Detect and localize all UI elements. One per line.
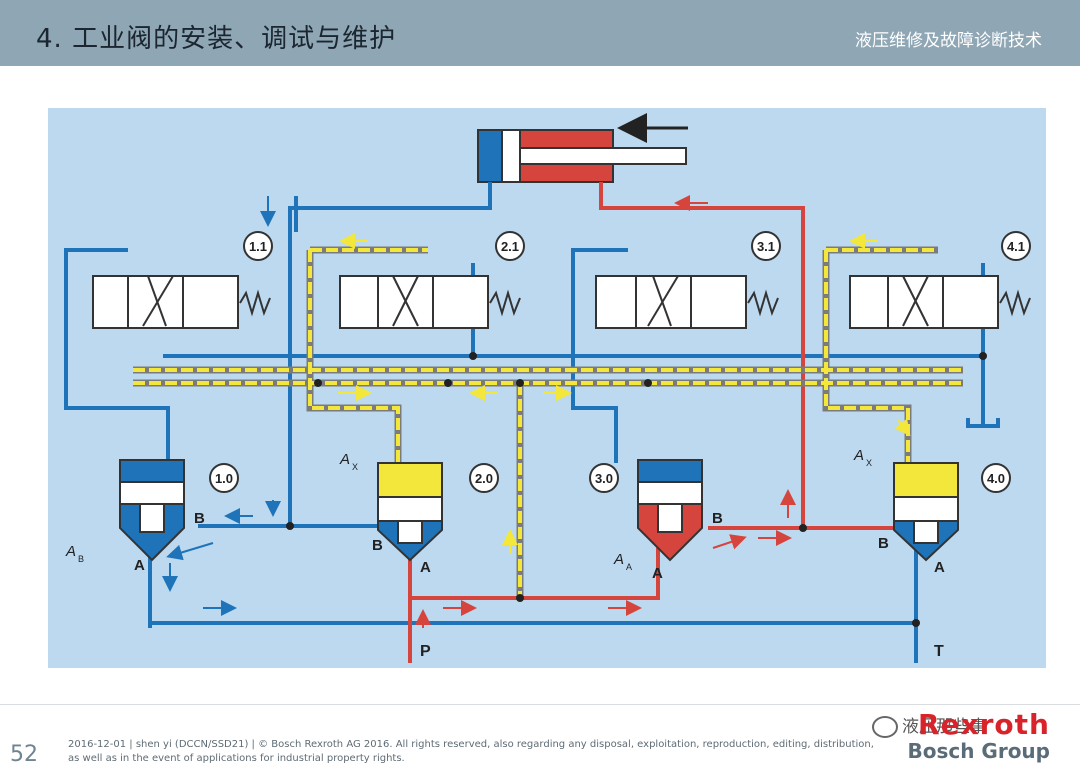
area-label-ax-sub: X xyxy=(866,458,872,468)
logo-brand: Rexroth xyxy=(918,708,1050,741)
slide-subtitle: 液压维修及故障诊断技术 xyxy=(855,31,1042,51)
cartridge-valve-label: 3.0 xyxy=(595,471,613,486)
logo-group: Bosch Group xyxy=(907,739,1050,763)
slide-title: 4. 工业阀的安装、调试与维护 xyxy=(36,24,397,54)
area-label-aa: A xyxy=(613,551,624,568)
copyright-text: 2016-12-01 | shen yi (DCCN/SSD21) | © Bo… xyxy=(68,738,888,766)
pressure-flow-arrows xyxy=(415,195,796,628)
area-label-ax: A xyxy=(339,451,350,468)
area-label-ax-sub: X xyxy=(352,462,358,472)
diagram-background xyxy=(48,108,1046,668)
cartridge-valve-1-0: 1.0 B A A B xyxy=(65,459,239,574)
area-label-ax: A xyxy=(853,447,864,464)
area-label-ab: A xyxy=(65,543,76,560)
hydraulic-circuit-diagram: 1.1 2.1 3.1 4.1 1.0 B xyxy=(48,108,1046,668)
port-label-a: A xyxy=(934,559,945,576)
port-label-b: B xyxy=(372,537,383,554)
pilot-valve-1-1: 1.1 xyxy=(92,231,273,329)
company-logo: Rexroth Bosch Group xyxy=(907,708,1050,763)
port-label-t: T xyxy=(934,643,944,660)
port-label-b: B xyxy=(878,535,889,552)
pilot-lines xyxy=(133,246,963,598)
copyright-line-2: as well as in the event of applications … xyxy=(68,753,405,764)
port-label-b: B xyxy=(712,510,723,527)
wechat-icon xyxy=(872,716,898,738)
junction-dots xyxy=(286,352,987,627)
pilot-valve-label: 1.1 xyxy=(249,239,267,254)
wechat-watermark: 液压那些事 xyxy=(872,712,987,738)
pilot-valve-3-1: 3.1 xyxy=(595,231,781,329)
tank-flow-arrows xyxy=(162,196,281,616)
cartridge-valve-4-0: 4.0 B A A X xyxy=(853,447,1011,576)
pilot-valve-4-1: 4.1 xyxy=(849,231,1031,329)
area-label-ab-sub: B xyxy=(78,554,84,564)
footer-divider xyxy=(0,704,1080,705)
slide-header: 4. 工业阀的安装、调试与维护 液压维修及故障诊断技术 xyxy=(0,0,1080,66)
cartridge-valve-3-0: 3.0 B A A A xyxy=(589,459,723,582)
pilot-valve-label: 4.1 xyxy=(1007,239,1025,254)
pilot-valve-label: 2.1 xyxy=(501,239,519,254)
cartridge-valve-2-0: 2.0 B A A X xyxy=(339,451,499,576)
port-label-a: A xyxy=(420,559,431,576)
cartridge-valve-label: 2.0 xyxy=(475,471,493,486)
page-number: 52 xyxy=(10,742,38,767)
port-label-p: P xyxy=(420,643,431,660)
copyright-line-1: 2016-12-01 | shen yi (DCCN/SSD21) | © Bo… xyxy=(68,739,874,750)
port-label-a: A xyxy=(652,565,663,582)
pilot-valve-2-1: 2.1 xyxy=(339,231,525,329)
wechat-name: 液压那些事 xyxy=(902,717,987,737)
port-label-a: A xyxy=(134,557,145,574)
port-label-b: B xyxy=(194,510,205,527)
pressure-lines xyxy=(408,182,898,663)
cartridge-valve-label: 4.0 xyxy=(987,471,1005,486)
pilot-valve-label: 3.1 xyxy=(757,239,775,254)
pilot-flow-arrows xyxy=(338,233,911,553)
area-label-aa-sub: A xyxy=(626,562,632,572)
cartridge-valve-label: 1.0 xyxy=(215,471,233,486)
hydraulic-cylinder xyxy=(477,113,688,183)
